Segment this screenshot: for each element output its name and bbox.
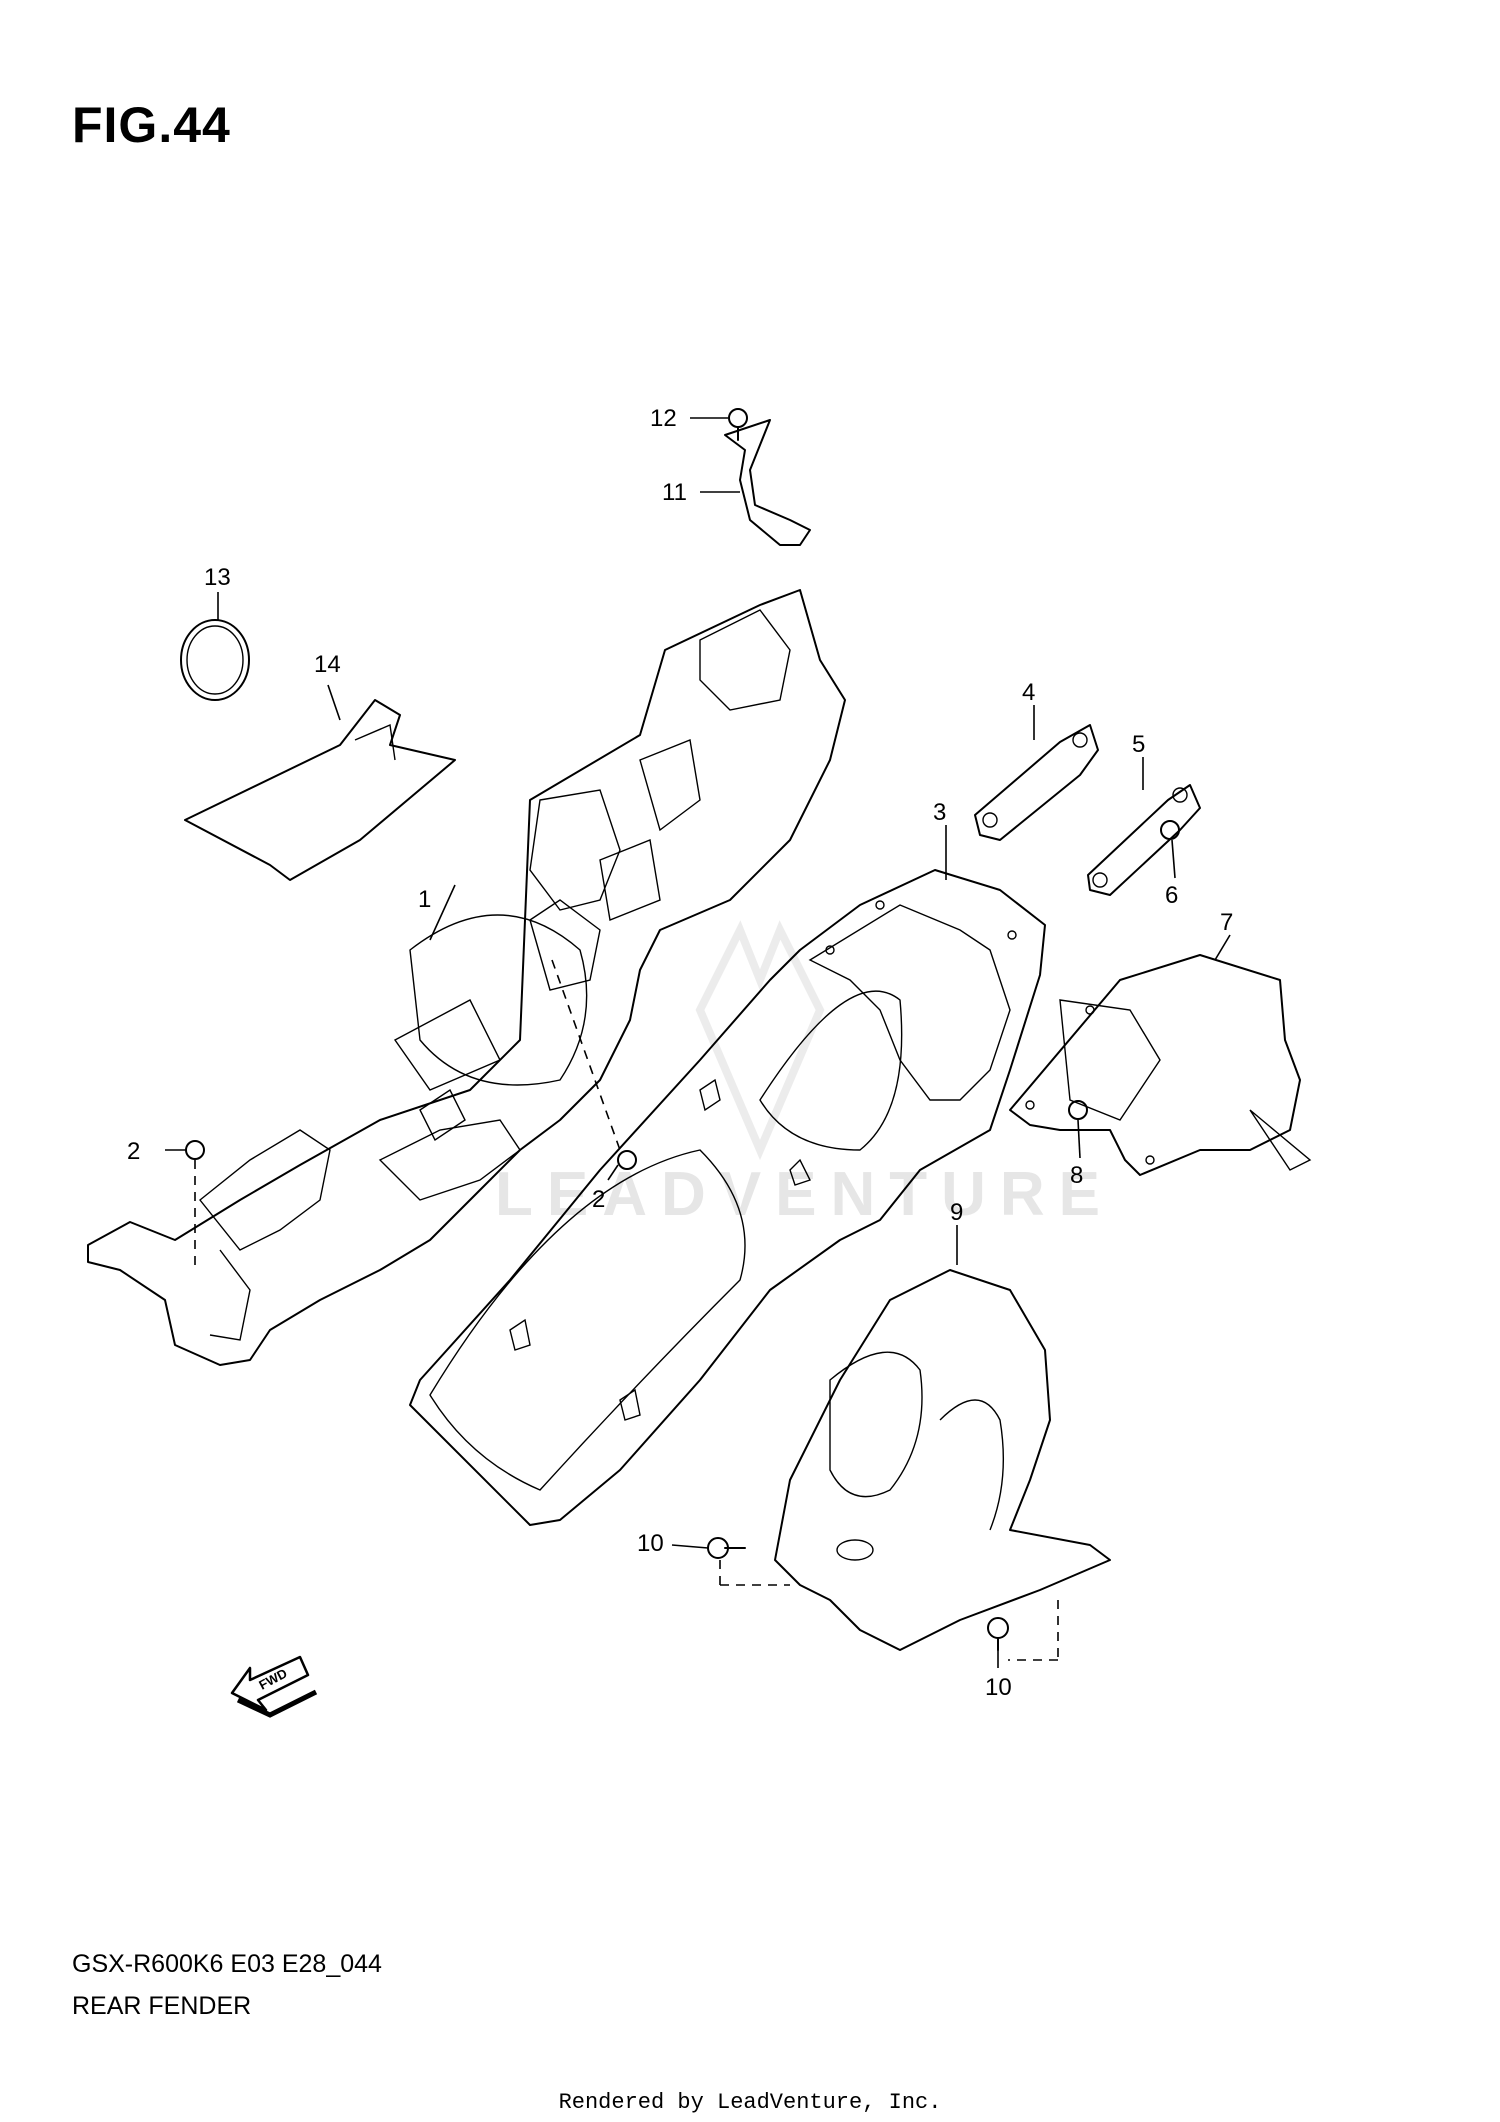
callout-6: 6 [1165, 882, 1178, 909]
callout-12: 12 [650, 405, 677, 432]
callout-4: 4 [1022, 679, 1035, 706]
watermark-logo-icon [695, 920, 825, 1161]
part-12-bolt[interactable] [728, 408, 748, 441]
callout-3: 3 [933, 799, 946, 826]
part-13-ring[interactable] [180, 619, 250, 701]
part-4-bracket[interactable] [974, 724, 1099, 841]
part-7-tail-bracket[interactable] [1009, 954, 1312, 1176]
part-2-screw-center[interactable] [617, 1150, 637, 1170]
part-11-clip[interactable] [724, 419, 811, 546]
callouts: 1 2 2 3 4 5 6 7 8 9 10 10 11 12 13 14 [127, 405, 1233, 1701]
leader-lines [165, 417, 1231, 1668]
callout-10-left: 10 [637, 1530, 664, 1557]
callout-5: 5 [1132, 731, 1145, 758]
callout-10-right: 10 [985, 1674, 1012, 1701]
part-10-bolt-left[interactable] [707, 1537, 746, 1559]
part-1-inner-fender[interactable] [87, 589, 846, 1366]
part-8-screw[interactable] [1068, 1100, 1088, 1120]
figure-title: FIG.44 [72, 97, 231, 153]
watermark-text: LEADVENTURE [495, 1160, 1114, 1229]
footer-credit: Rendered by LeadVenture, Inc. [558, 2090, 942, 2115]
section-name: REAR FENDER [72, 1992, 252, 2020]
callout-2-left: 2 [127, 1138, 140, 1165]
callout-9: 9 [950, 1199, 963, 1226]
callout-8: 8 [1070, 1162, 1083, 1189]
callout-11: 11 [662, 479, 687, 506]
part-2-screw-left[interactable] [185, 1140, 205, 1160]
callout-7: 7 [1220, 909, 1233, 936]
part-9-hugger[interactable] [774, 1269, 1111, 1651]
part-5-bracket[interactable] [1087, 784, 1201, 896]
part-6-nut[interactable] [1160, 820, 1180, 840]
part-3-rear-fender[interactable] [409, 869, 1046, 1526]
callout-2-center: 2 [592, 1186, 605, 1213]
part-14-bag[interactable] [184, 699, 456, 881]
callout-1: 1 [418, 886, 431, 913]
callout-14: 14 [314, 651, 341, 678]
watermark: LEADVENTURE [495, 920, 1114, 1229]
model-code: GSX-R600K6 E03 E28_044 [72, 1950, 382, 1978]
callout-13: 13 [204, 564, 231, 591]
fwd-arrow-icon: FWD [230, 1655, 318, 1718]
